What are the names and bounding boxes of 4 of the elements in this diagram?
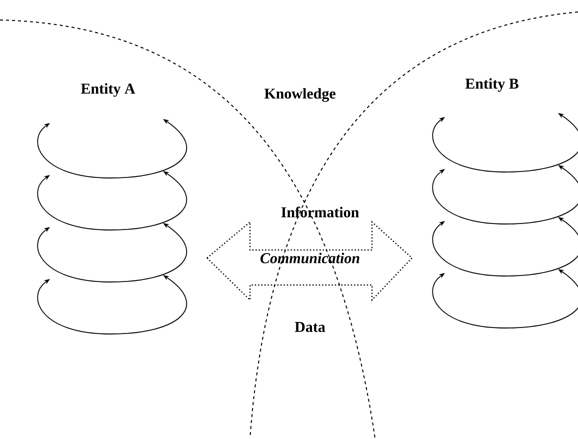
text-label: Knowledge (264, 88, 336, 102)
text-label: Entity A (80, 83, 136, 97)
text-label: Entity B (465, 78, 518, 92)
text-label: Data (294, 322, 326, 332)
